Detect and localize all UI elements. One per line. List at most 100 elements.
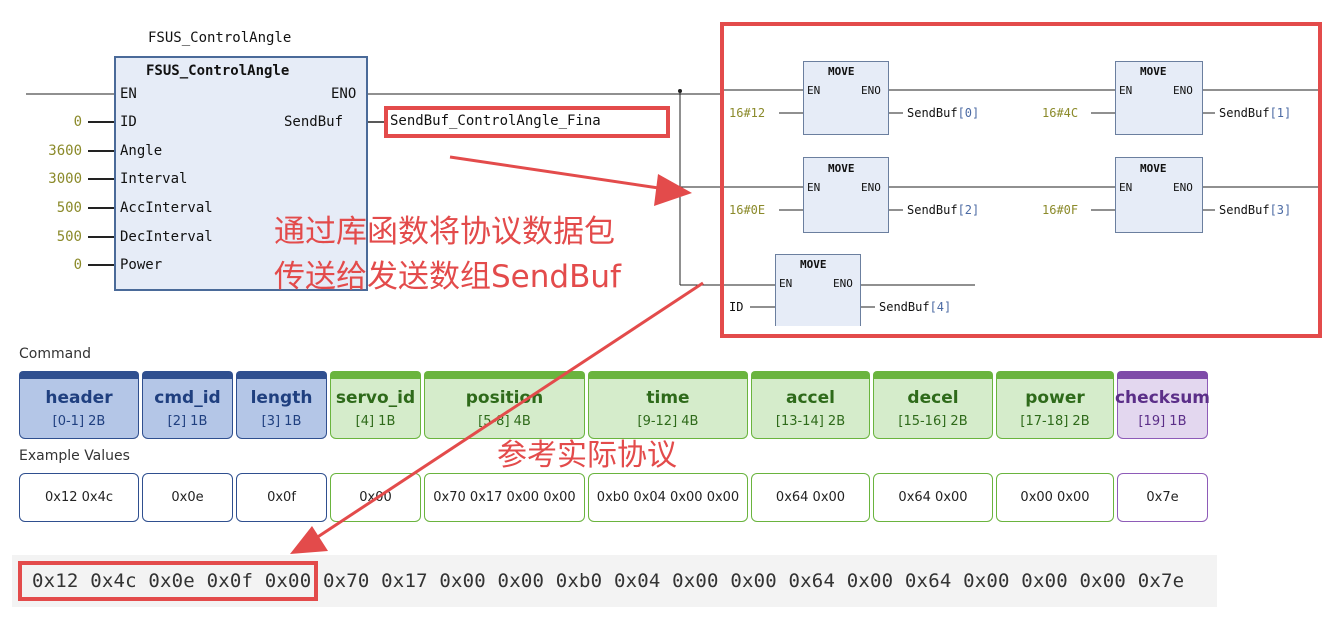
example-value: 0x64 0x00	[751, 473, 870, 522]
move-title: MOVE	[828, 65, 855, 78]
function-block[interactable]	[114, 56, 368, 291]
move-en: EN	[807, 181, 821, 194]
field-position: position[5-8] 4B	[424, 379, 585, 439]
field-accel: accel [13-14] 2B	[751, 379, 870, 439]
pin-decinterval: DecInterval	[120, 229, 213, 245]
move-input[interactable]: 16#4C	[1042, 106, 1079, 120]
annotation-line-2: 传送给发送数组SendBuf	[274, 259, 621, 295]
field-range: [17-18] 2B	[1020, 413, 1090, 429]
move-output[interactable]: SendBuf[1]	[1219, 106, 1292, 120]
field-name: time	[646, 387, 690, 408]
field-range: [13-14] 2B	[775, 413, 846, 429]
move-en: EN	[807, 84, 821, 97]
example-value: 0x64 0x00	[873, 473, 993, 522]
field-name: checksum	[1114, 387, 1211, 408]
field-bar	[142, 371, 233, 379]
field-name: accel	[786, 387, 835, 408]
example-value: 0x0f	[236, 473, 327, 522]
move-input[interactable]: 16#12	[729, 106, 766, 120]
field-range: [15-16] 2B	[898, 413, 968, 429]
move-title: MOVE	[800, 258, 827, 271]
field-range: [9-12] 4B	[637, 413, 699, 429]
output-var-sendbuf[interactable]: SendBuf_ControlAngle_Fina	[390, 113, 601, 129]
arrow-to-move-group	[449, 155, 673, 192]
field-range: [2] 1B	[167, 413, 208, 429]
field-range: [19] 1B	[1138, 413, 1187, 429]
move-block-1[interactable]	[1115, 61, 1203, 135]
move-eno: ENO	[861, 84, 881, 97]
command-label: Command	[19, 346, 91, 362]
field-range: [3] 1B	[261, 413, 302, 429]
move-input[interactable]: ID	[729, 300, 744, 314]
field-bar	[424, 371, 585, 379]
pin-en: EN	[120, 86, 137, 102]
field-name: decel	[907, 387, 959, 408]
field-length: length [3] 1B	[236, 379, 327, 439]
pin-accinterval: AccInterval	[120, 200, 213, 216]
input-value-decinterval[interactable]: 500	[56, 229, 82, 245]
pin-power: Power	[120, 257, 163, 273]
move-block-3[interactable]	[1115, 157, 1203, 233]
move-block-4[interactable]	[775, 254, 861, 326]
move-output[interactable]: SendBuf[3]	[1219, 203, 1292, 217]
example-value: 0x12 0x4c	[19, 473, 139, 522]
block-instance-name: FSUS_ControlAngle	[148, 30, 292, 46]
field-name: header	[45, 387, 113, 408]
field-decel: decel [15-16] 2B	[873, 379, 993, 439]
annotation-line-1: 通过库函数将协议数据包	[274, 214, 615, 250]
field-range: [0-1] 2B	[52, 413, 106, 429]
move-group-highlight	[720, 22, 1322, 338]
field-bar	[1117, 371, 1208, 379]
pin-interval: Interval	[120, 171, 188, 187]
annotation-ref: 参考实际协议	[497, 438, 677, 473]
example-values-label: Example Values	[19, 448, 130, 464]
field-time: time [9-12] 4B	[588, 379, 748, 439]
field-bar	[588, 371, 748, 379]
move-input[interactable]: 16#0F	[1042, 203, 1079, 217]
field-name: servo_id	[335, 387, 416, 408]
input-value-interval[interactable]: 3000	[48, 171, 82, 187]
field-bar	[751, 371, 870, 379]
output-var-highlight	[384, 106, 670, 138]
field-power: power [17-18] 2B	[996, 379, 1114, 439]
field-bar	[996, 371, 1114, 379]
move-output[interactable]: SendBuf[2]	[907, 203, 980, 217]
input-value-accinterval[interactable]: 500	[56, 200, 82, 216]
field-range: [5-8] 4B	[478, 413, 531, 429]
field-name: power	[1025, 387, 1085, 408]
field-header: header [0-1] 2B	[19, 379, 139, 439]
move-en: EN	[1119, 181, 1133, 194]
example-value: 0x0e	[142, 473, 233, 522]
block-type-name: FSUS_ControlAngle	[146, 63, 290, 79]
field-bar	[19, 371, 139, 379]
move-output[interactable]: SendBuf[4]	[879, 300, 952, 314]
field-bar	[236, 371, 327, 379]
move-en: EN	[1119, 84, 1133, 97]
example-value: 0x00 0x00	[996, 473, 1114, 522]
input-value-angle[interactable]: 3600	[48, 143, 82, 159]
field-servo-id: servo_id[4] 1B	[330, 379, 421, 439]
field-checksum: checksum [19] 1B	[1114, 379, 1211, 439]
pin-sendbuf: SendBuf	[284, 114, 344, 130]
arrow-to-raw-bytes	[309, 281, 704, 544]
move-eno: ENO	[861, 181, 881, 194]
example-value: 0x7e	[1117, 473, 1208, 522]
move-input[interactable]: 16#0E	[729, 203, 766, 217]
field-name: length	[250, 387, 313, 408]
raw-bytes-highlight	[18, 561, 318, 601]
move-title: MOVE	[828, 162, 855, 175]
move-eno: ENO	[1173, 181, 1193, 194]
move-eno: ENO	[1173, 84, 1193, 97]
input-value-id[interactable]: 0	[73, 114, 82, 130]
input-value-power[interactable]: 0	[73, 257, 82, 273]
example-value: 0x70 0x17 0x00 0x00	[424, 473, 585, 522]
move-output[interactable]: SendBuf[0]	[907, 106, 980, 120]
move-title: MOVE	[1140, 162, 1167, 175]
move-block-2[interactable]	[803, 157, 889, 233]
pin-eno: ENO	[331, 86, 357, 102]
move-block-0[interactable]	[803, 61, 889, 135]
field-bar	[330, 371, 421, 379]
raw-bytes: 0x12 0x4c 0x0e 0x0f 0x00 0x70 0x17 0x00 …	[32, 570, 1185, 592]
move-en: EN	[779, 277, 793, 290]
